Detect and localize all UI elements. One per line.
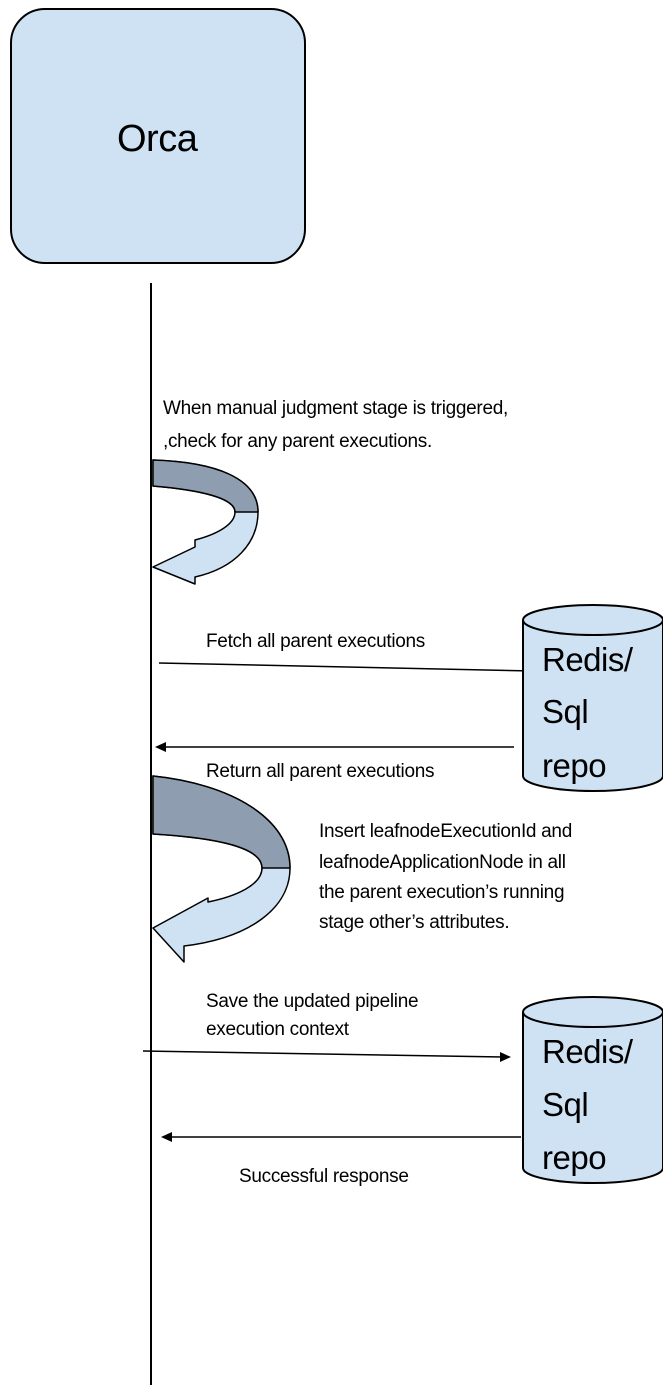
- trigger-label-line2: ,check for any parent executions.: [163, 431, 432, 452]
- insert-label-line2: leafnodeApplicationNode in all: [319, 852, 566, 873]
- orca-box: [10, 8, 306, 264]
- save-label-line2: execution context: [206, 1019, 349, 1040]
- save-label-line1: Save the updated pipeline: [206, 991, 419, 1012]
- database-2-label-line3: repo: [542, 1139, 607, 1176]
- database-cylinder-1: [522, 604, 663, 792]
- trigger-label-line1: When manual judgment stage is triggered,: [163, 398, 508, 419]
- response-arrow: [161, 1132, 521, 1142]
- return-arrow: [155, 742, 514, 752]
- database-2-label-line1: Redis/: [542, 1033, 633, 1070]
- database-cylinder-2: [522, 996, 663, 1184]
- save-arrow: [142, 1050, 511, 1062]
- database-2-label-line2: Sql: [542, 1086, 589, 1123]
- self-loop-arrow-1: [152, 459, 259, 585]
- insert-label-line1: Insert leafnodeExecutionId and: [319, 821, 572, 842]
- insert-label-line3: the parent execution’s running: [319, 882, 565, 903]
- database-1-label-line2: Sql: [542, 693, 589, 730]
- fetch-arrow: [158, 662, 541, 676]
- orca-title: Orca: [117, 118, 198, 160]
- database-1-label-line3: repo: [542, 747, 607, 784]
- return-label: Return all parent executions: [206, 761, 435, 782]
- database-1-label-line1: Redis/: [542, 641, 633, 678]
- response-label: Successful response: [239, 1166, 409, 1187]
- fetch-label: Fetch all parent executions: [206, 631, 425, 652]
- insert-label-line4: stage other’s attributes.: [319, 912, 510, 933]
- self-loop-arrow-2: [152, 775, 291, 963]
